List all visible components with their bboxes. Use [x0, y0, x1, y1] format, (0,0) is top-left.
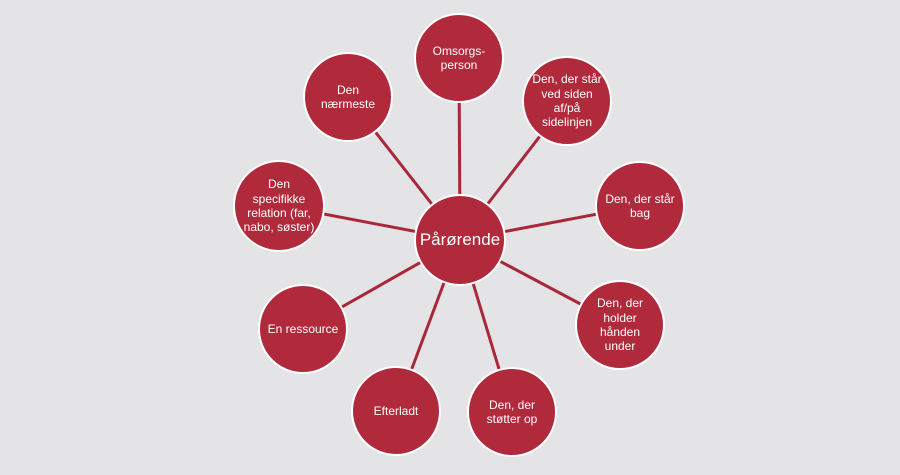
node-staar-bag: Den, der står bag [595, 161, 685, 251]
node-ved-siden-af: Den, der står ved siden af/på sidelinjen [522, 56, 612, 146]
node-paaroerende-center: Pårørende [414, 194, 506, 286]
node-naermeste: Den nærmeste [303, 52, 393, 142]
node-specifikke-relation: Den specifikke relation (far, nabo, søst… [233, 160, 325, 252]
node-efterladt: Efterladt [351, 366, 441, 456]
node-holder-haanden-under: Den, der holder hånden under [575, 280, 665, 370]
node-en-ressource: En ressource [258, 284, 348, 374]
node-omsorgsperson: Omsorgs- person [414, 13, 504, 103]
node-stoetter-op: Den, der støtter op [467, 367, 557, 457]
